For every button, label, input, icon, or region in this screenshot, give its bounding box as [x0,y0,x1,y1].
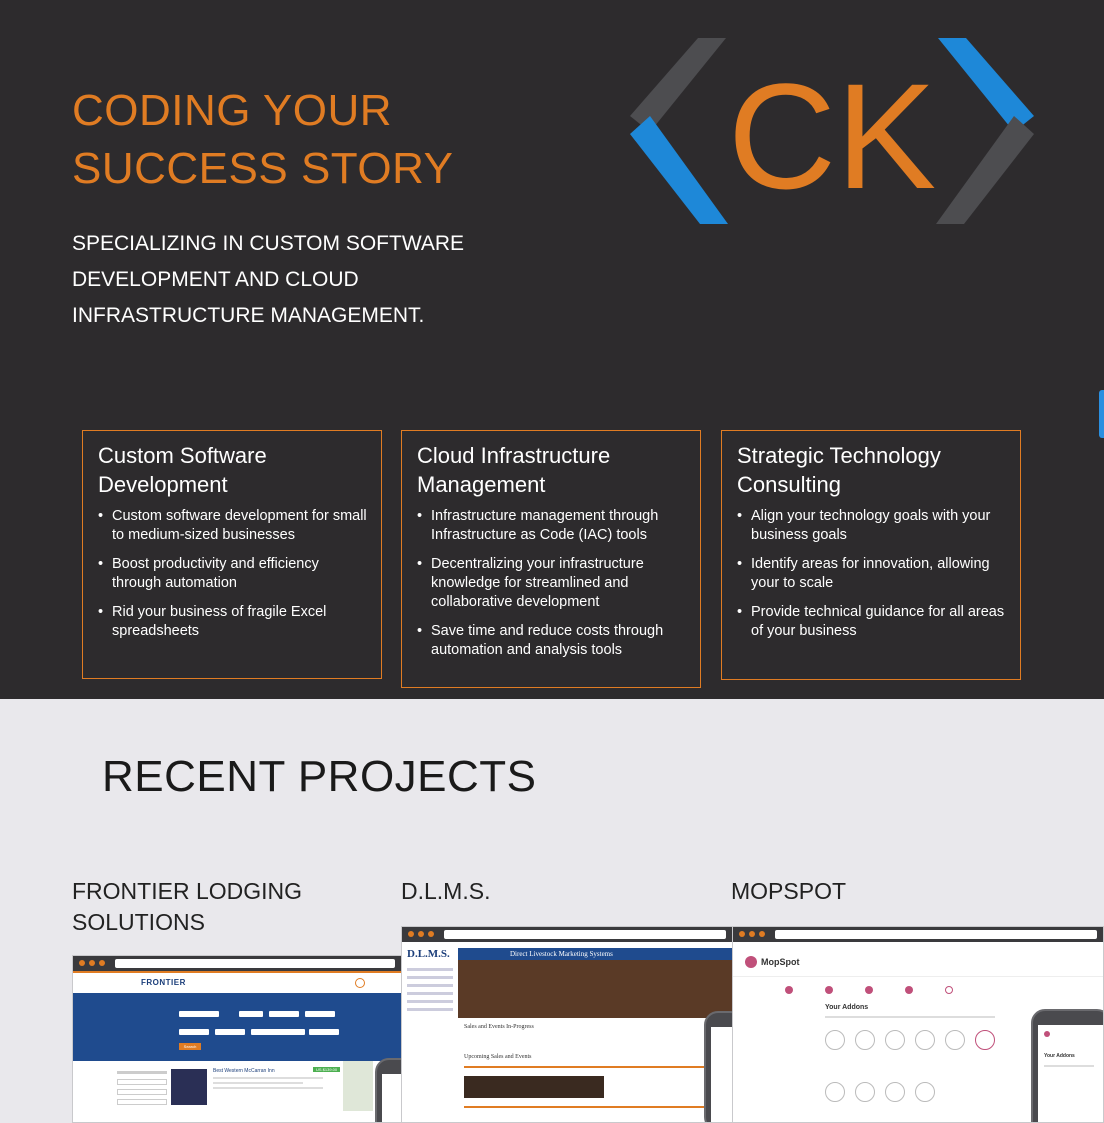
service-bullet: Rid your business of fragile Excel sprea… [98,603,371,641]
service-bullet: Provide technical guidance for all areas… [737,603,1010,641]
dlms-logo: D.L.M.S. [407,948,450,960]
logo-right-chevron-bottom [936,116,1034,224]
service-title: Cloud Infrastructure Management [417,443,611,497]
mopspot-heading: Your Addons [825,1004,869,1011]
project-title-dlms[interactable]: D.L.M.S. [401,878,491,904]
dlms-heading-2: Upcoming Sales and Events [464,1054,532,1060]
logo-text: CK [728,52,936,220]
ck-logo: CK [630,38,1034,224]
service-card-strategic-consulting: Strategic Technology Consulting Align yo… [721,430,1021,680]
browser-bar [733,927,1103,942]
frontier-listing-price: US $139.00 [313,1067,341,1072]
service-bullet: Boost productivity and efficiency throug… [98,555,371,593]
project-title-mopspot[interactable]: MOPSPOT [731,878,847,904]
frontier-search-button: Search [179,1043,201,1050]
service-bullet: Align your technology goals with your bu… [737,507,1010,545]
service-card-custom-software: Custom Software Development Custom softw… [82,430,382,679]
browser-bar [73,956,401,971]
service-bullet: Infrastructure management through Infras… [417,507,690,545]
browser-bar [402,927,732,942]
service-title: Strategic Technology Consulting [737,443,941,497]
dlms-heading: Sales and Events In-Progress [464,1024,534,1030]
mopspot-logo: MopSpot [761,957,800,967]
logo-left-chevron-bottom [630,116,728,224]
project-screenshot-mopspot[interactable]: MopSpot Your Addons Your Addons [732,926,1104,1123]
service-bullet: Decentralizing your infrastructure knowl… [417,555,690,612]
hero-section: CODING YOUR SUCCESS STORY SPECIALIZING I… [0,0,1104,699]
project-screenshot-frontier[interactable]: FRONTIER Search Best Western McCarran In… [72,955,402,1123]
recent-projects-title: RECENT PROJECTS [102,752,537,801]
side-feedback-tab[interactable] [1099,390,1104,438]
mopspot-phone-mockup: Your Addons [1031,1009,1103,1122]
service-bullets: Custom software development for small to… [98,507,371,641]
frontier-listing-name: Best Western McCarran Inn [213,1068,275,1074]
service-bullets: Infrastructure management through Infras… [417,507,690,660]
frontier-logo: FRONTIER [141,978,186,987]
dlms-banner-title: Direct Livestock Marketing Systems [510,950,613,958]
project-title-frontier[interactable]: FRONTIER LODGING SOLUTIONS [72,878,303,935]
service-title: Custom Software Development [98,443,267,497]
dlms-phone-mockup [704,1011,732,1122]
logo-left-chevron-top [630,38,726,132]
mopspot-phone-heading: Your Addons [1044,1053,1075,1059]
service-bullet: Identify areas for innovation, allowing … [737,555,1010,593]
service-card-cloud-infrastructure: Cloud Infrastructure Management Infrastr… [401,430,701,688]
service-bullet: Save time and reduce costs through autom… [417,622,690,660]
logo-right-chevron-top [938,38,1034,132]
project-screenshot-dlms[interactable]: D.L.M.S. Direct Livestock Marketing Syst… [401,926,733,1123]
hero-subtitle: SPECIALIZING IN CUSTOM SOFTWARE DEVELOPM… [72,232,465,327]
frontier-phone-mockup [375,1058,401,1122]
service-bullets: Align your technology goals with your bu… [737,507,1010,641]
hero-title: CODING YOUR SUCCESS STORY [72,86,454,193]
service-bullet: Custom software development for small to… [98,507,371,545]
